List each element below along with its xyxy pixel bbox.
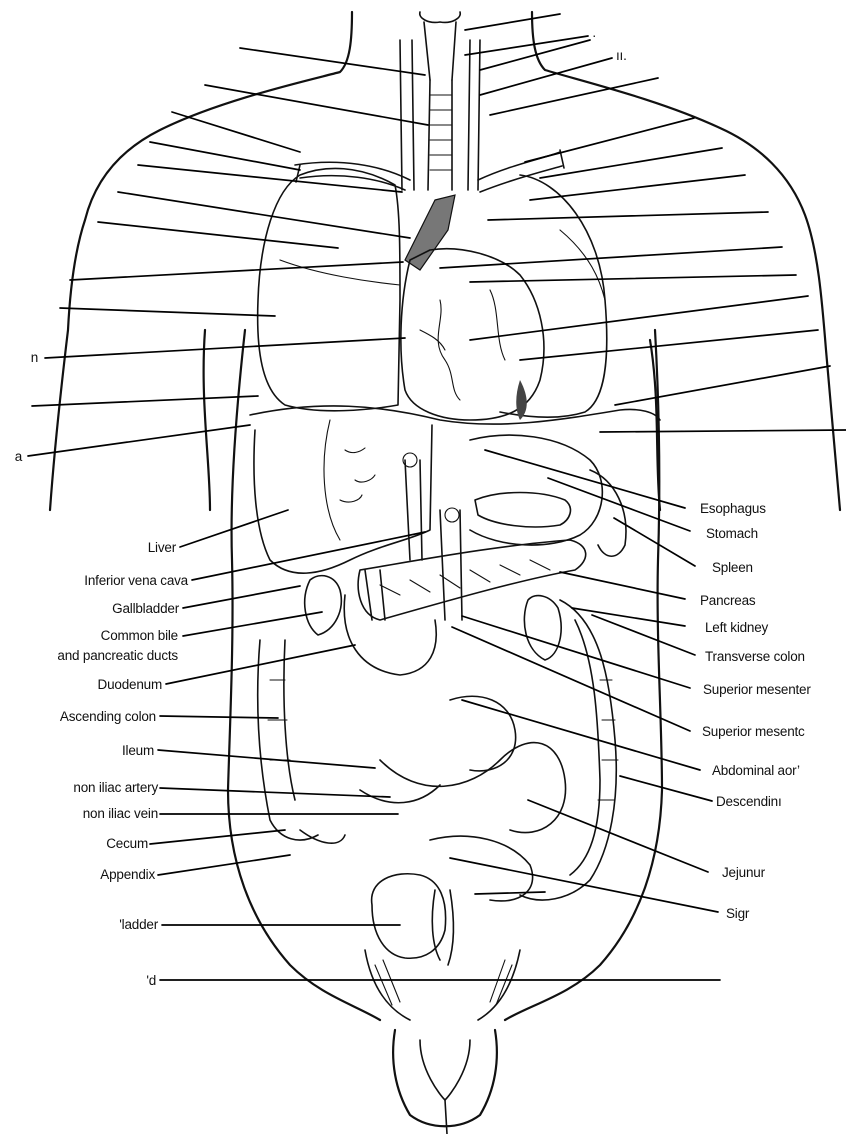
label-bladder: 'ladder — [119, 917, 158, 932]
top-label-fragments: · ıı. — [592, 28, 627, 63]
label-esophagus: Esophagus — [700, 501, 766, 516]
label-spleen: Spleen — [712, 560, 753, 575]
label-jejunum: Jejunur — [722, 865, 766, 880]
label-cecum: Cecum — [106, 836, 148, 851]
label-inferior-vena-cava: Inferior vena cava — [84, 573, 188, 588]
label-superior-mesenteric-1: Superior mesenter — [703, 682, 811, 697]
label-ascending-colon: Ascending colon — [60, 709, 156, 724]
label-cord-fragment: 'd — [146, 973, 156, 988]
label-left-kidney: Left kidney — [705, 620, 769, 635]
small-intestine — [300, 696, 566, 901]
gallbladder-duodenum — [305, 570, 437, 675]
label-liver: Liver — [148, 540, 177, 555]
label-top-fragment-1: · — [592, 28, 596, 43]
stomach-and-spleen — [470, 435, 626, 556]
trachea-and-neck-vessels — [295, 12, 564, 192]
pelvis-lower — [365, 950, 520, 1020]
label-appendix: Appendix — [100, 867, 155, 882]
label-common-iliac-vein: non iliac vein — [83, 806, 158, 821]
pancreas — [358, 540, 585, 620]
label-transverse-colon: Transverse colon — [705, 649, 805, 664]
right-labels: Esophagus Stomach Spleen Pancreas Left k… — [700, 501, 811, 921]
large-intestine — [258, 600, 618, 900]
left-kidney — [524, 596, 561, 660]
label-ileum: Ileum — [122, 743, 154, 758]
label-common-bile-line1: Common bile — [101, 628, 178, 643]
label-common-bile-line2: and pancreatic ducts — [57, 648, 178, 663]
bladder — [372, 874, 454, 965]
label-top-fragment-2: ıı. — [616, 48, 627, 63]
leader-lines-left — [150, 510, 720, 980]
leader-lines-top — [440, 14, 846, 432]
label-gallbladder: Gallbladder — [112, 601, 180, 616]
label-duodenum: Duodenum — [98, 677, 162, 692]
label-pancreas: Pancreas — [700, 593, 756, 608]
diaphragm-and-liver — [250, 406, 660, 573]
label-stomach: Stomach — [706, 526, 758, 541]
label-superior-mesenteric-2: Superior mesentc — [702, 724, 805, 739]
label-lung-fragment: n — [31, 350, 38, 365]
label-common-iliac-artery: non iliac artery — [73, 780, 158, 795]
label-abdominal-aorta: Abdominal aor’ — [712, 763, 800, 778]
heart — [401, 195, 544, 420]
label-descending: Descendinı — [716, 794, 782, 809]
label-diaphragm-fragment: a — [15, 449, 23, 464]
leader-lines-right — [450, 450, 718, 912]
label-sigmoid: Sigr — [726, 906, 750, 921]
leader-lines-upper-left — [28, 48, 428, 456]
